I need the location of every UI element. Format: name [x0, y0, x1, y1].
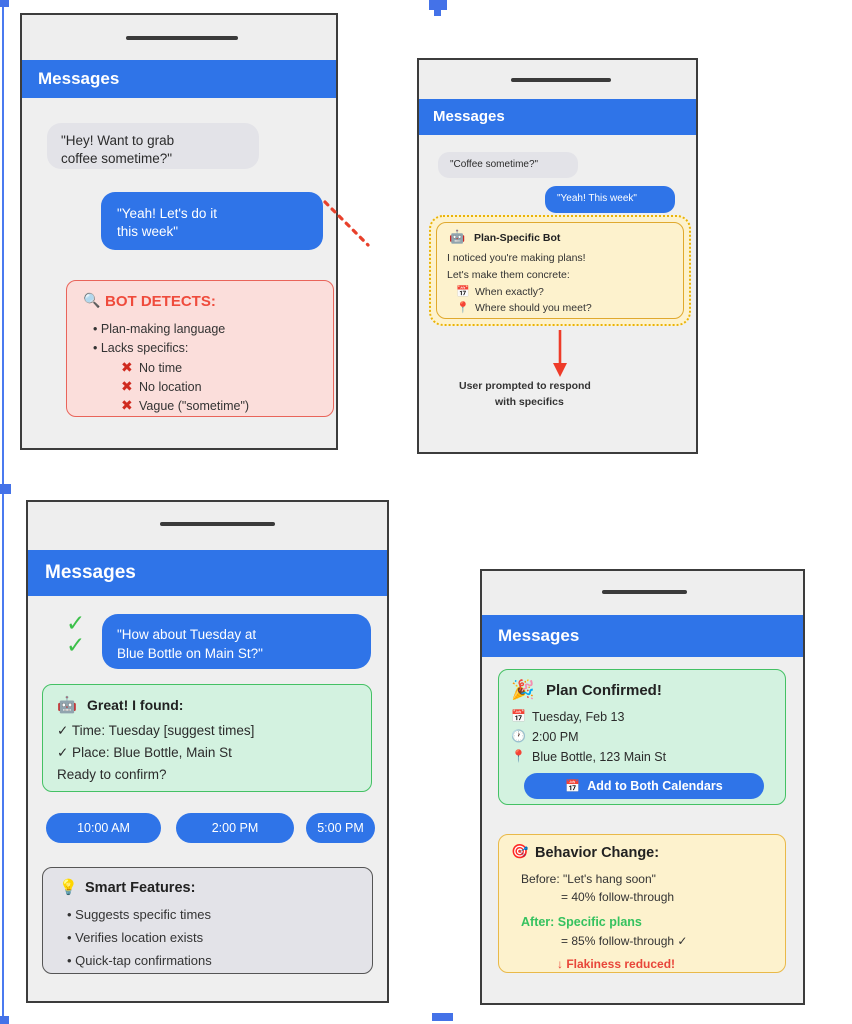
robot-icon: 🤖: [449, 230, 466, 245]
plan-specific-bot-card: 🤖 Plan-Specific Bot I noticed you're mak…: [436, 222, 684, 319]
messages-app-header: Messages: [22, 60, 336, 98]
bubble-line: "Yeah! Let's do it: [117, 206, 217, 221]
selection-handle-top-stem[interactable]: [434, 9, 441, 16]
feature-bullet: • Verifies location exists: [67, 930, 204, 945]
bubble-line: "Yeah! This week": [557, 193, 637, 204]
detect-bullet: • Plan-making language: [93, 322, 226, 336]
page-left-rule: [2, 0, 4, 1024]
before-value: = 40% follow-through: [561, 890, 675, 904]
selection-handle-left-middle[interactable]: [0, 484, 11, 494]
message-bubble-incoming[interactable]: "Coffee sometime?": [438, 152, 578, 178]
phone-mockup-4: Messages 🎉 Plan Confirmed! 📅 Tuesday, Fe…: [480, 569, 805, 1005]
bubble-line: "Hey! Want to grab: [61, 133, 175, 148]
plan-detail-time: 2:00 PM: [532, 730, 579, 744]
pin-icon: 📍: [511, 749, 526, 763]
add-to-calendars-button[interactable]: 📅 Add to Both Calendars: [524, 773, 764, 799]
time-option-button[interactable]: 10:00 AM: [46, 813, 161, 843]
message-bubble-outgoing[interactable]: "Yeah! This week": [545, 186, 675, 213]
bot-found-card: 🤖 Great! I found: ✓ Time: Tuesday [sugge…: [42, 684, 372, 792]
calendar-icon: 📅: [456, 285, 470, 298]
verified-check-icon: ✓: [66, 633, 86, 659]
bot-message-line: Let's make them concrete:: [447, 269, 570, 281]
time-option-button[interactable]: 2:00 PM: [176, 813, 294, 843]
flow-arrow-down: [553, 330, 567, 377]
bubble-line: "How about Tuesday at: [117, 627, 257, 642]
detect-bullet: • Lacks specifics:: [93, 341, 189, 355]
app-title: Messages: [498, 626, 580, 645]
before-label: Before: "Let's hang soon": [521, 872, 656, 886]
plan-detail-date: Tuesday, Feb 13: [532, 710, 625, 724]
bot-found-heading: Great! I found:: [87, 697, 184, 713]
message-bubble-outgoing[interactable]: "How about Tuesday at Blue Bottle on Mai…: [102, 614, 371, 669]
messages-app-header: Messages: [28, 550, 387, 596]
pin-icon: 📍: [456, 301, 470, 314]
outcome-line: User prompted to respond: [459, 380, 591, 392]
cross-icon: ✖: [121, 379, 133, 395]
behavior-conclusion: ↓ Flakiness reduced!: [557, 957, 676, 971]
app-title: Messages: [38, 69, 120, 88]
selection-handle-bottom[interactable]: [432, 1013, 453, 1021]
plan-confirmed-heading: Plan Confirmed!: [546, 682, 662, 699]
bot-found-footer: Ready to confirm?: [57, 767, 167, 782]
time-option-button[interactable]: 5:00 PM: [306, 813, 375, 843]
bot-found-item: ✓ Place: Blue Bottle, Main St: [57, 745, 232, 760]
add-to-calendars-label: Add to Both Calendars: [587, 779, 723, 793]
outcome-line: with specifics: [495, 396, 564, 408]
phone-speaker-notch: [160, 522, 275, 526]
selection-handle-top[interactable]: [429, 0, 447, 10]
target-icon: 🎯: [511, 844, 529, 860]
detect-failure-label: No location: [139, 380, 202, 394]
robot-icon: 🤖: [57, 695, 77, 714]
calendar-icon: 📅: [511, 709, 526, 723]
selection-handle-left-top[interactable]: [0, 0, 9, 7]
feature-bullet: • Suggests specific times: [67, 907, 212, 922]
bubble-line: "Coffee sometime?": [450, 159, 539, 170]
detect-failure-label: No time: [139, 361, 183, 375]
phone-speaker-notch: [602, 590, 687, 594]
bot-prompt: Where should you meet?: [475, 302, 592, 314]
message-bubble-incoming[interactable]: "Hey! Want to grab coffee sometime?": [47, 123, 259, 169]
plan-confirmed-card: 🎉 Plan Confirmed! 📅 Tuesday, Feb 13 🕐 2:…: [498, 669, 786, 805]
lightbulb-icon: 💡: [59, 878, 78, 896]
after-value: = 85% follow-through ✓: [561, 934, 688, 948]
bubble-line: Blue Bottle on Main St?": [117, 646, 263, 661]
feature-bullet: • Quick-tap confirmations: [67, 953, 212, 968]
phone-mockup-1: Messages "Hey! Want to grab coffee somet…: [20, 13, 338, 450]
phone-mockup-2: Messages "Coffee sometime?" "Yeah! This …: [417, 58, 698, 454]
app-title: Messages: [433, 108, 505, 125]
smart-features-card: 💡 Smart Features: • Suggests specific ti…: [42, 867, 373, 974]
detect-failure-label: Vague ("sometime"): [139, 399, 250, 413]
bubble-line: this week": [117, 224, 179, 239]
cross-icon: ✖: [121, 360, 133, 376]
messages-app-header: Messages: [482, 615, 803, 657]
magnifier-icon: 🔍: [83, 293, 101, 309]
flow-arrow-1-to-2: [323, 200, 370, 247]
bot-name: Plan-Specific Bot: [474, 232, 561, 244]
phone-speaker-notch: [126, 36, 238, 40]
bot-found-item: ✓ Time: Tuesday [suggest times]: [57, 723, 255, 738]
bot-detects-heading: BOT DETECTS:: [105, 293, 216, 310]
behavior-change-heading: Behavior Change:: [535, 845, 660, 861]
cross-icon: ✖: [121, 398, 133, 414]
phone-speaker-notch: [511, 78, 611, 82]
bot-message-line: I noticed you're making plans!: [447, 252, 586, 264]
bot-prompt: When exactly?: [475, 286, 544, 298]
message-bubble-outgoing[interactable]: "Yeah! Let's do it this week": [101, 192, 323, 250]
verified-check-icon: ✓: [66, 611, 86, 637]
behavior-change-card: 🎯 Behavior Change: Before: "Let's hang s…: [498, 834, 786, 973]
calendar-icon: 📅: [565, 779, 581, 793]
app-title: Messages: [45, 562, 136, 583]
party-popper-icon: 🎉: [511, 679, 535, 701]
bubble-line: coffee sometime?": [61, 151, 173, 166]
clock-icon: 🕐: [511, 729, 526, 743]
phone-mockup-3: Messages ✓ ✓ "How about Tuesday at Blue …: [26, 500, 389, 1003]
selection-handle-left-bottom[interactable]: [0, 1016, 9, 1024]
messages-app-header: Messages: [419, 99, 696, 135]
plan-detail-place: Blue Bottle, 123 Main St: [532, 750, 667, 764]
bot-detects-card: 🔍 BOT DETECTS: • Plan-making language • …: [66, 280, 334, 417]
smart-features-heading: Smart Features:: [85, 880, 196, 896]
after-label: After: Specific plans: [521, 915, 642, 929]
